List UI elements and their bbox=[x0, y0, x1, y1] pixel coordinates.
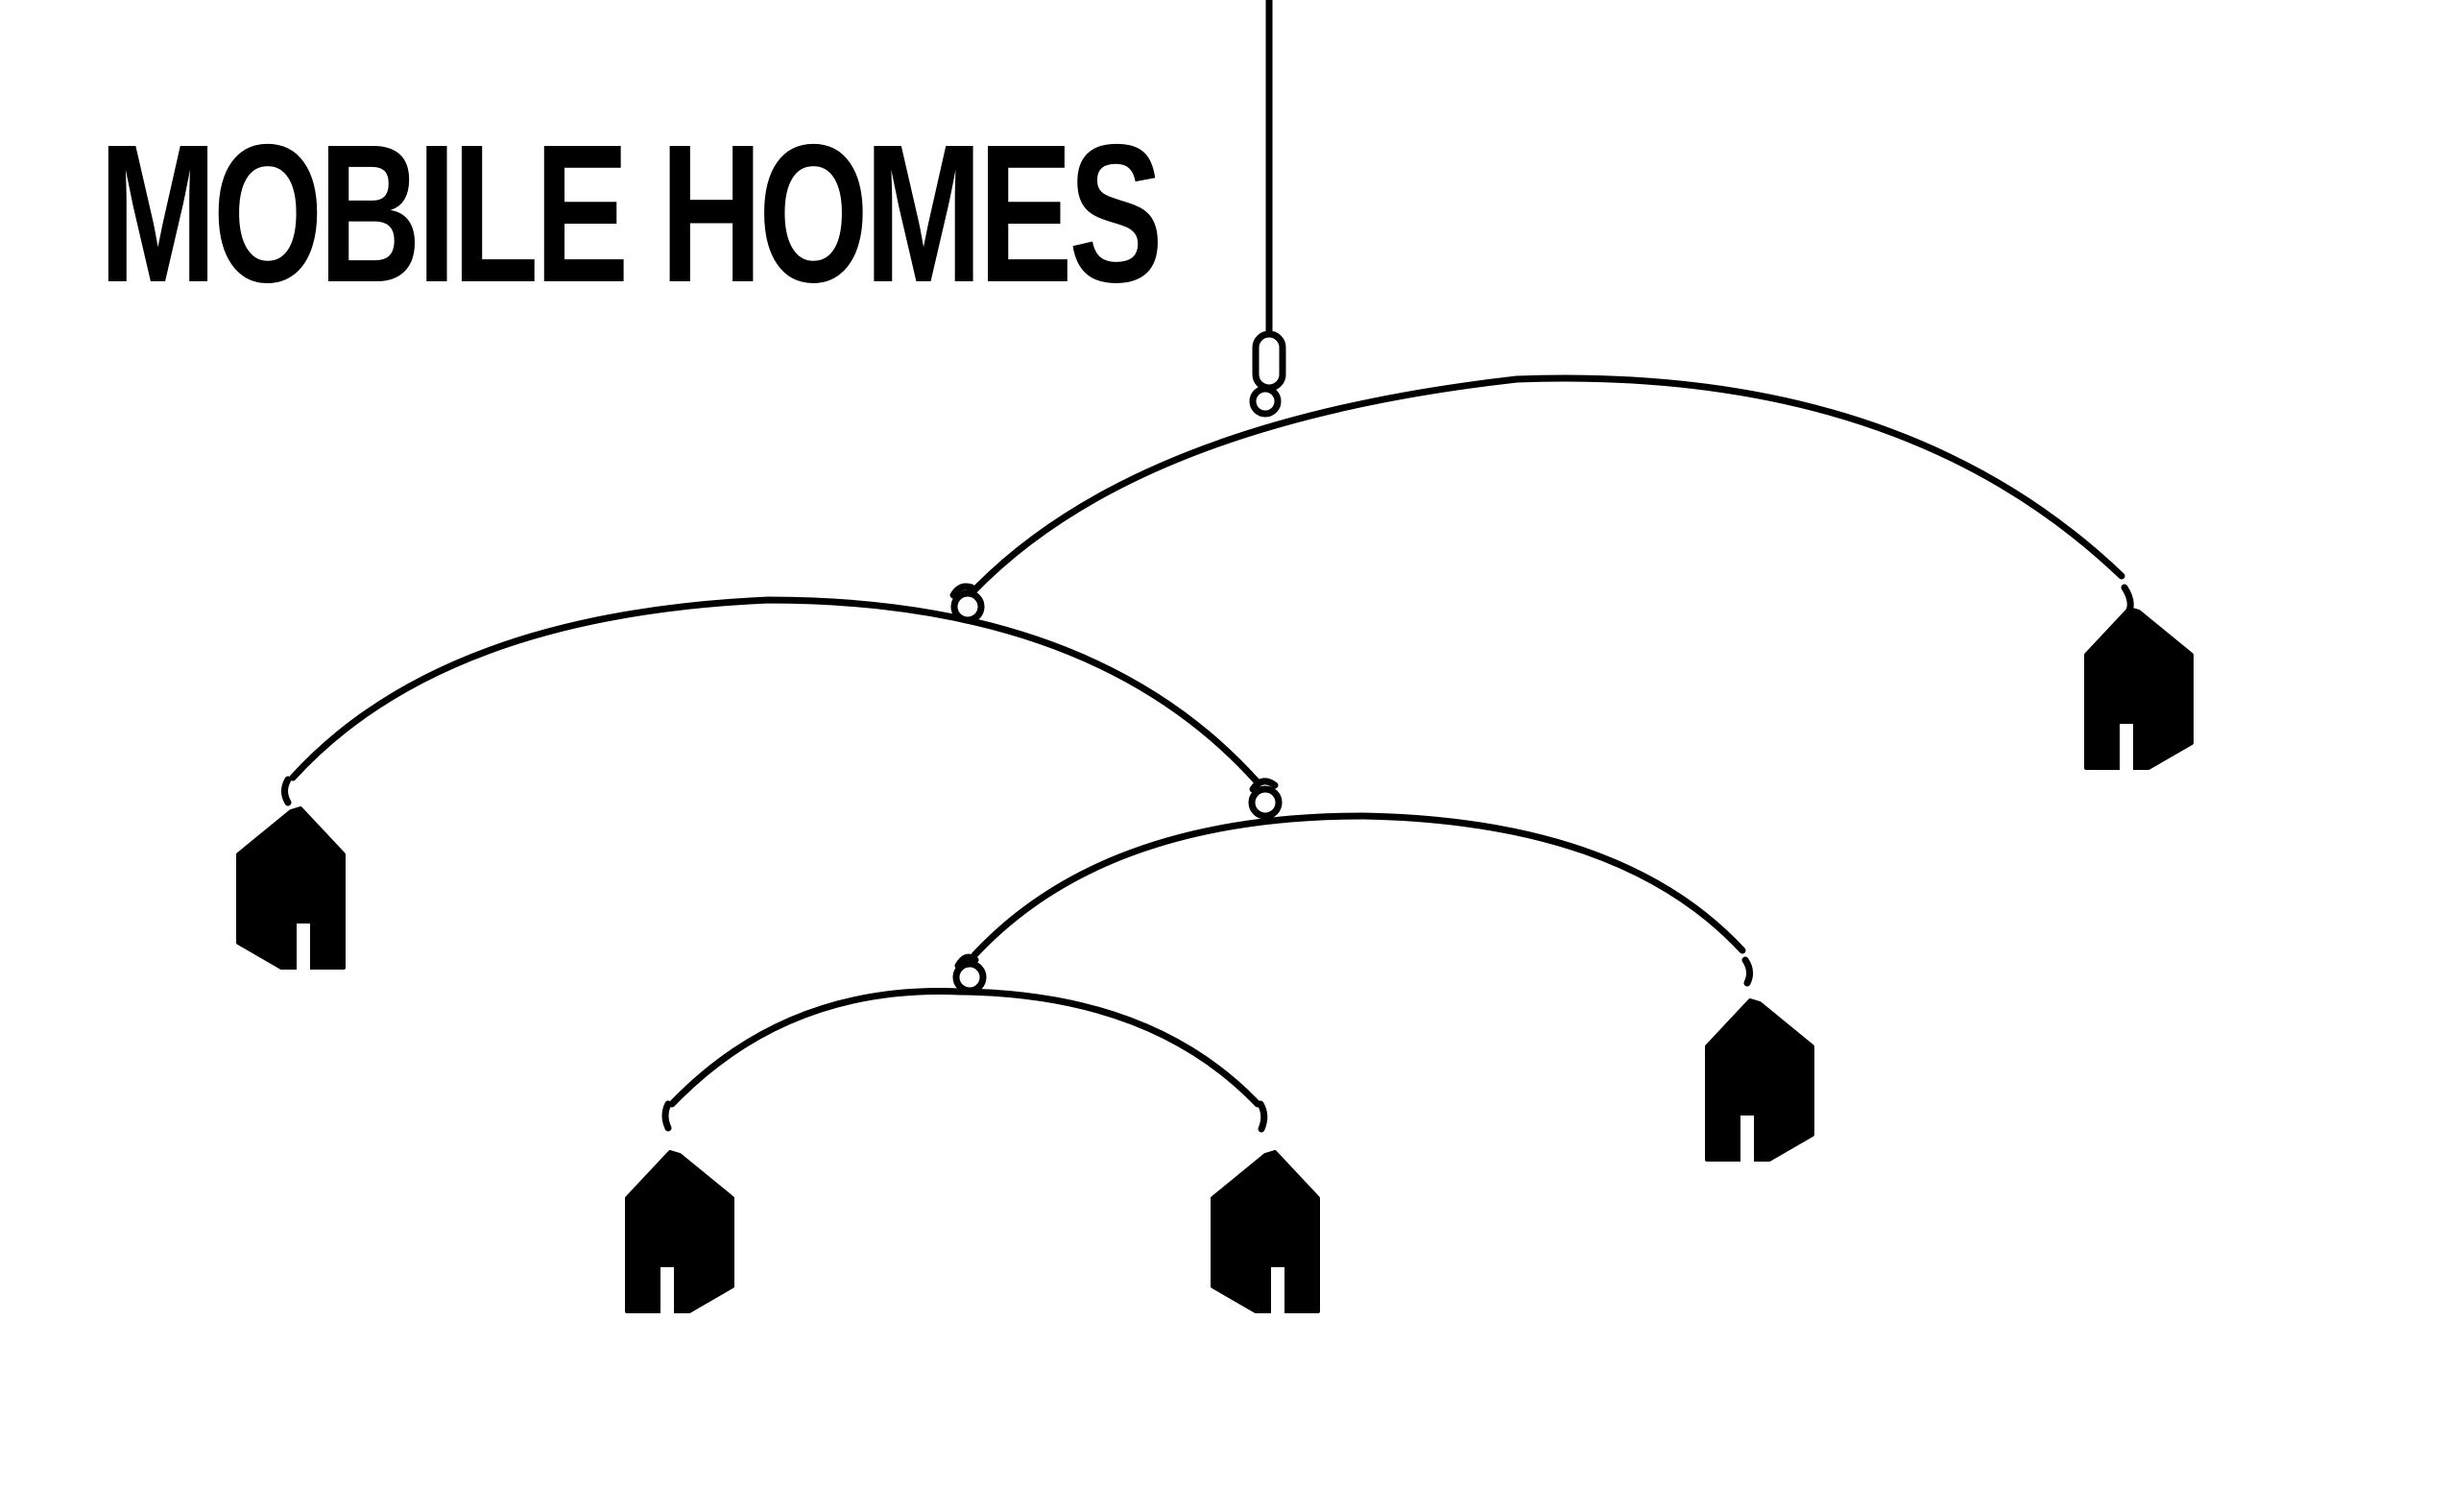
house-icon bbox=[2084, 607, 2194, 772]
hook-icon bbox=[954, 953, 979, 970]
arm-4 bbox=[668, 988, 1261, 1108]
arm-3 bbox=[971, 812, 1746, 959]
ring-icon bbox=[950, 589, 985, 624]
house-icon bbox=[236, 806, 346, 972]
hook-icon bbox=[1249, 778, 1279, 793]
hook-icon bbox=[281, 776, 292, 806]
ring-icon bbox=[952, 960, 987, 995]
top-ring-icon bbox=[1252, 330, 1286, 392]
hook-icon bbox=[1741, 956, 1754, 987]
house-icon bbox=[1211, 1150, 1320, 1315]
top-hook-icon bbox=[1249, 385, 1282, 418]
arm-2 bbox=[289, 596, 1261, 786]
hook-icon bbox=[1257, 1100, 1268, 1133]
title: MOBILE HOMES bbox=[99, 104, 1164, 324]
hook-icon bbox=[949, 583, 975, 599]
house-icon bbox=[625, 1150, 734, 1315]
house-icon bbox=[1705, 998, 1814, 1164]
arm-1 bbox=[966, 374, 2125, 599]
hook-icon bbox=[661, 1100, 672, 1132]
ring-icon bbox=[1248, 785, 1283, 820]
